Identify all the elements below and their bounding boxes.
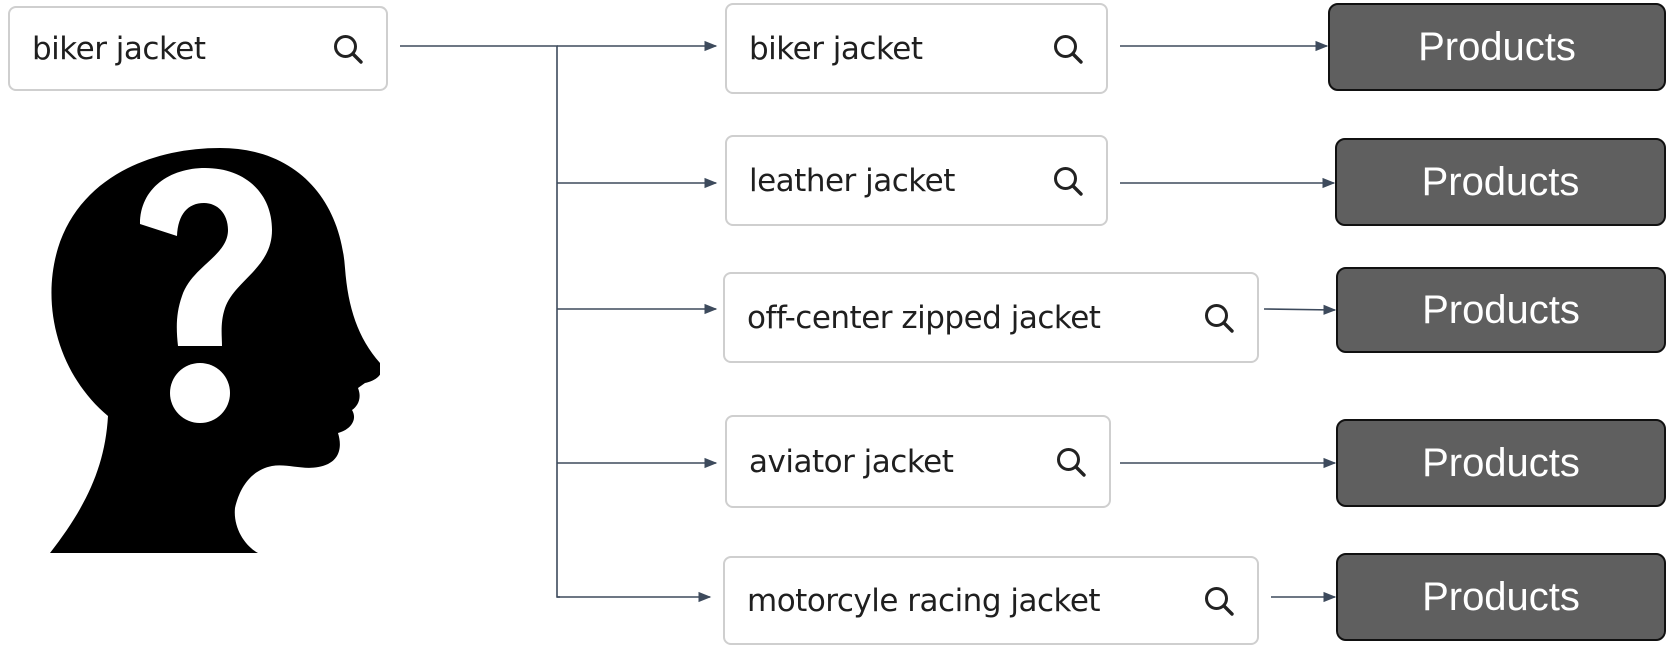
products-result-2[interactable]: Products bbox=[1335, 138, 1666, 226]
source-query-text: biker jacket bbox=[32, 30, 206, 67]
rewrite-query-text: motorcyle racing jacket bbox=[747, 582, 1101, 619]
rewrite-search-box-5[interactable]: motorcyle racing jacket bbox=[723, 556, 1259, 645]
trunk-connector bbox=[400, 45, 560, 598]
products-result-3[interactable]: Products bbox=[1336, 267, 1666, 353]
search-icon[interactable] bbox=[330, 31, 366, 67]
products-result-1[interactable]: Products bbox=[1328, 3, 1666, 91]
rewrite-search-box-1[interactable]: biker jacket bbox=[725, 3, 1108, 94]
products-result-4[interactable]: Products bbox=[1336, 419, 1666, 507]
source-search-box[interactable]: biker jacket bbox=[8, 6, 388, 91]
search-icon[interactable] bbox=[1050, 31, 1086, 67]
rewrite-query-text: aviator jacket bbox=[749, 443, 954, 480]
search-icon[interactable] bbox=[1053, 444, 1089, 480]
rewrite-search-box-3[interactable]: off-center zipped jacket bbox=[723, 272, 1259, 363]
rewrite-query-text: leather jacket bbox=[749, 162, 955, 199]
rewrite-query-text: off-center zipped jacket bbox=[747, 299, 1101, 336]
search-icon[interactable] bbox=[1201, 583, 1237, 619]
head-with-question-mark-icon bbox=[50, 148, 380, 553]
rewrite-search-box-4[interactable]: aviator jacket bbox=[725, 415, 1111, 508]
rewrite-query-text: biker jacket bbox=[749, 30, 923, 67]
rewrite-search-box-2[interactable]: leather jacket bbox=[725, 135, 1108, 226]
search-icon[interactable] bbox=[1050, 163, 1086, 199]
products-result-5[interactable]: Products bbox=[1336, 553, 1666, 641]
result-arrow-3 bbox=[1263, 304, 1337, 315]
search-icon[interactable] bbox=[1201, 300, 1237, 336]
